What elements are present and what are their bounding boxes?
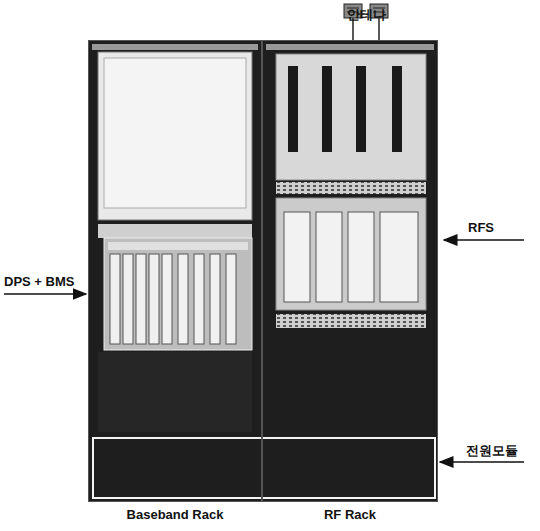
power-module-outline [93, 438, 435, 498]
rack-box: Baseband Rack [88, 40, 262, 502]
leader-arrow [444, 239, 524, 241]
part-label: DPS + BMS [4, 274, 74, 289]
leader-arrow [4, 293, 86, 295]
antenna-icon [344, 4, 388, 40]
part-label: 안테나 [347, 6, 386, 24]
baseband-rack-body [88, 40, 262, 502]
rack-caption: Baseband Rack [89, 507, 261, 522]
part-label: 전원모듈 [466, 442, 518, 460]
rack-box: RF Rack [262, 40, 438, 502]
rf-rack-body [262, 40, 438, 502]
part-label: RFS [468, 220, 494, 235]
rack-caption: RF Rack [263, 507, 437, 522]
leader-arrow [440, 461, 524, 463]
